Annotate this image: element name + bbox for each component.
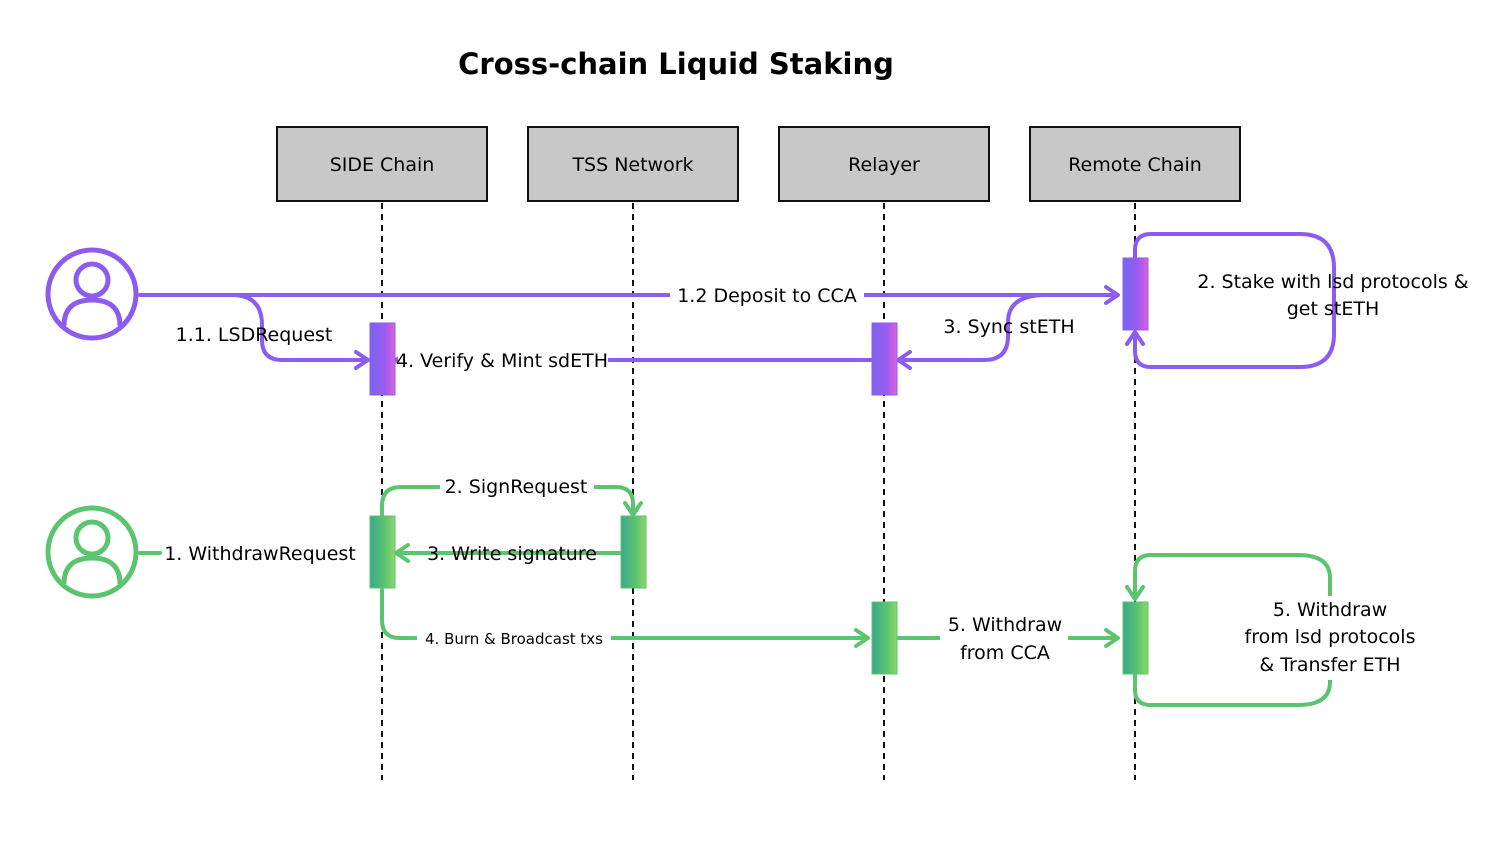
label-bg — [417, 626, 611, 650]
label-verify-mint: 4. Verify & Mint sdETH — [396, 350, 608, 372]
label-withdraw-cca-line2: from CCA — [960, 642, 1050, 664]
label-write-signature: 3. Write signature — [427, 543, 597, 565]
label-withdraw-lsd-line3: & Transfer ETH — [1259, 654, 1400, 676]
participant-label: Remote Chain — [1068, 154, 1202, 176]
label-sync-steth: 3. Sync stETH — [943, 316, 1074, 338]
arrow-sync-steth — [902, 293, 1048, 362]
arrowhead — [854, 628, 870, 648]
participant-relayer: Relayer — [778, 126, 990, 202]
arrowhead — [623, 501, 643, 517]
arrowhead — [1125, 585, 1145, 601]
participant-tss-network: TSS Network — [527, 126, 739, 202]
arrowhead — [896, 350, 912, 370]
label-bg — [670, 282, 864, 308]
participant-label: TSS Network — [571, 154, 693, 176]
participant-label: SIDE Chain — [330, 154, 435, 176]
activation-remote-withdraw — [1122, 601, 1149, 675]
label-withdraw-lsd-line1: 5. Withdraw — [1273, 599, 1387, 621]
label-bg — [398, 347, 608, 373]
activation-relayer-staking — [871, 322, 898, 396]
user-icon — [45, 247, 139, 341]
label-bg — [1236, 596, 1424, 680]
label-withdraw-cca-line1: 5. Withdraw — [948, 614, 1062, 636]
participant-side-chain: SIDE Chain — [276, 126, 488, 202]
arrowhead — [1104, 628, 1120, 648]
activation-side-staking — [369, 322, 396, 396]
activation-side-withdraw — [369, 515, 396, 589]
label-burn-broadcast: 4. Burn & Broadcast txs — [425, 630, 603, 648]
participant-label: Relayer — [848, 154, 920, 176]
label-bg — [940, 610, 1068, 668]
activation-relayer-withdraw — [871, 601, 898, 675]
activation-remote-staking — [1122, 257, 1149, 331]
arrow-stake-loop — [1133, 232, 1336, 369]
label-stake-line2: get stETH — [1287, 298, 1380, 320]
activation-tss-withdraw — [620, 515, 647, 589]
arrowhead — [354, 350, 370, 370]
arrowhead — [1125, 330, 1145, 346]
arrow-lsd-request — [230, 293, 364, 362]
label-lsd-request: 1.1. LSDRequest — [176, 324, 333, 346]
participant-remote-chain: Remote Chain — [1029, 126, 1241, 202]
label-sign-request: 2. SignRequest — [445, 476, 588, 498]
label-stake-line1: 2. Stake with lsd protocols & — [1197, 271, 1468, 293]
label-deposit-to-cca: 1.2 Deposit to CCA — [677, 285, 857, 307]
arrow-burn-broadcast — [380, 588, 864, 640]
arrowhead — [394, 543, 410, 563]
user-icon — [45, 505, 139, 599]
label-withdraw-lsd-line2: from lsd protocols — [1245, 626, 1416, 648]
diagram-title: Cross-chain Liquid Staking — [458, 47, 894, 81]
label-withdraw-request: 1. WithdrawRequest — [164, 543, 356, 565]
label-bg — [440, 474, 594, 500]
arrowhead — [1104, 285, 1120, 305]
